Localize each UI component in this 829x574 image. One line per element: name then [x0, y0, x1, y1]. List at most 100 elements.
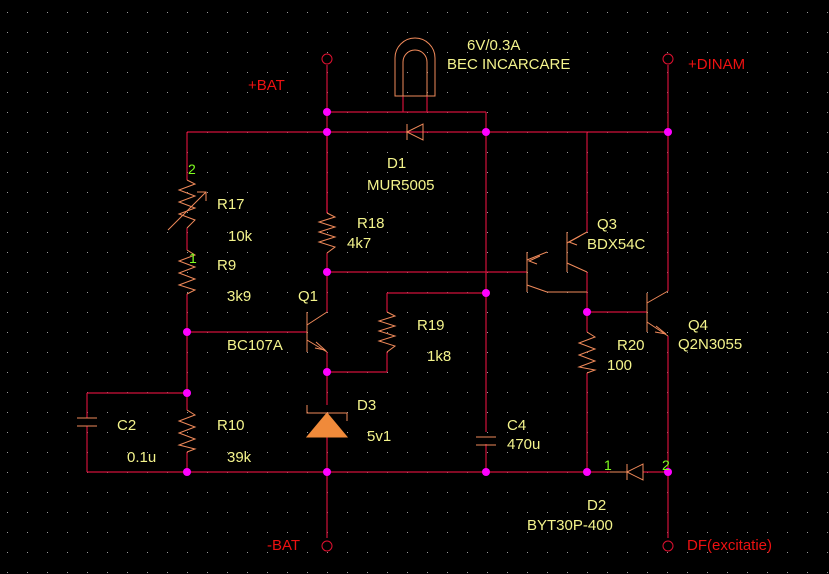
q4-ref: Q4 — [688, 317, 708, 334]
grid-dot — [367, 312, 368, 313]
pin-dinam-plus-icon[interactable] — [662, 53, 674, 65]
grid-dot — [347, 292, 348, 293]
grid-dot — [727, 492, 728, 493]
grid-dot — [727, 72, 728, 73]
transistor-q4-symbol[interactable] — [646, 290, 669, 337]
junction — [664, 128, 672, 136]
grid-dot — [807, 292, 808, 293]
grid-dot — [387, 212, 388, 213]
resistor-r20-symbol[interactable] — [577, 331, 597, 374]
grid-dot — [87, 172, 88, 173]
grid-dot — [27, 192, 28, 193]
grid-dot — [307, 152, 308, 153]
grid-dot — [827, 532, 828, 533]
resistor-r19-symbol[interactable] — [377, 311, 397, 353]
grid-dot — [527, 552, 528, 553]
grid-dot — [547, 32, 548, 33]
grid-dot — [47, 52, 48, 53]
grid-dot — [247, 272, 248, 273]
grid-dot — [527, 292, 528, 293]
grid-dot — [727, 152, 728, 153]
grid-dot — [267, 212, 268, 213]
pin-df-icon[interactable] — [662, 540, 674, 552]
grid-dot — [427, 512, 428, 513]
grid-dot — [487, 512, 488, 513]
resistor-r10-symbol[interactable] — [177, 409, 197, 453]
zener-d3-symbol[interactable] — [305, 405, 349, 438]
capacitor-c4-symbol[interactable] — [476, 436, 496, 446]
grid-dot — [707, 552, 708, 553]
grid-dot — [727, 32, 728, 33]
grid-dot — [267, 12, 268, 13]
grid-dot — [447, 512, 448, 513]
grid-dot — [547, 352, 548, 353]
grid-dot — [527, 52, 528, 53]
grid-dot — [727, 12, 728, 13]
grid-dot — [487, 32, 488, 33]
r10-ref: R10 — [217, 417, 245, 434]
grid-dot — [827, 392, 828, 393]
transistor-q3-symbol[interactable] — [526, 231, 588, 293]
pin-bat-minus-icon[interactable] — [321, 540, 333, 552]
pin-bat-plus-icon[interactable] — [321, 53, 333, 65]
grid-dot — [607, 72, 608, 73]
grid-dot — [507, 72, 508, 73]
grid-dot — [247, 172, 248, 173]
resistor-r9-symbol[interactable] — [177, 249, 197, 295]
grid-dot — [527, 372, 528, 373]
grid-dot — [307, 272, 308, 273]
grid-dot — [607, 192, 608, 193]
grid-dot — [227, 232, 228, 233]
lamp-symbol[interactable] — [394, 37, 436, 97]
grid-dot — [47, 572, 48, 573]
grid-dot — [327, 312, 328, 313]
grid-dot — [27, 452, 28, 453]
grid-dot — [407, 552, 408, 553]
grid-dot — [367, 492, 368, 493]
grid-dot — [227, 312, 228, 313]
grid-dot — [327, 12, 328, 13]
net-label-df: DF(excitatie) — [687, 537, 772, 554]
grid-dot — [367, 72, 368, 73]
grid-dot — [107, 432, 108, 433]
grid-dot — [147, 532, 148, 533]
grid-dot — [627, 392, 628, 393]
grid-dot — [807, 52, 808, 53]
grid-dot — [627, 72, 628, 73]
c2-ref: C2 — [117, 417, 136, 434]
grid-dot — [67, 472, 68, 473]
grid-dot — [207, 172, 208, 173]
grid-dot — [27, 552, 28, 553]
grid-dot — [127, 232, 128, 233]
c4-ref: C4 — [507, 417, 526, 434]
grid-dot — [107, 332, 108, 333]
grid-dot — [487, 412, 488, 413]
grid-dot — [827, 352, 828, 353]
grid-dot — [687, 252, 688, 253]
diode-d2-symbol[interactable] — [610, 463, 644, 481]
grid-dot — [7, 432, 8, 433]
grid-dot — [127, 192, 128, 193]
grid-dot — [607, 512, 608, 513]
capacitor-c2-symbol[interactable] — [77, 417, 97, 427]
grid-dot — [187, 252, 188, 253]
grid-dot — [387, 12, 388, 13]
grid-dot — [7, 112, 8, 113]
grid-dot — [167, 512, 168, 513]
grid-dot — [687, 412, 688, 413]
grid-dot — [687, 572, 688, 573]
resistor-r18-symbol[interactable] — [317, 212, 337, 254]
grid-dot — [447, 92, 448, 93]
grid-dot — [567, 72, 568, 73]
grid-dot — [127, 112, 128, 113]
grid-dot — [447, 372, 448, 373]
grid-dot — [167, 292, 168, 293]
resistor-r17-symbol[interactable] — [167, 179, 207, 231]
diode-d1-symbol[interactable] — [405, 123, 424, 141]
grid-dot — [527, 512, 528, 513]
grid-dot — [67, 372, 68, 373]
transistor-q1-symbol[interactable] — [306, 311, 328, 353]
grid-dot — [807, 512, 808, 513]
grid-dot — [127, 172, 128, 173]
